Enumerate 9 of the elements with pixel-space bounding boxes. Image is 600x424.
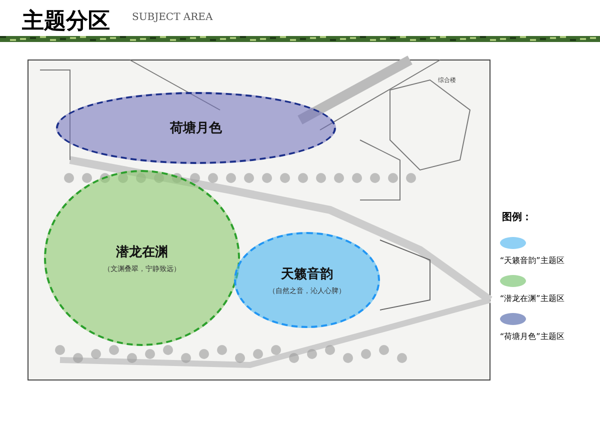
page-title: 主题分区 xyxy=(22,8,110,36)
zone-name: 荷塘月色 xyxy=(170,120,222,137)
legend-label: “荷塘月色”主题区 xyxy=(500,331,564,342)
zone-name: 潜龙在渊 xyxy=(116,244,168,260)
legend-title: 图例： xyxy=(502,210,532,224)
zone-name: 天籁音韵 xyxy=(281,266,333,282)
legend-label: “天籁音韵”主题区 xyxy=(500,255,564,266)
page-subtitle: SUBJECT AREA xyxy=(132,12,213,23)
legend-label: “潜龙在渊”主题区 xyxy=(500,293,564,304)
